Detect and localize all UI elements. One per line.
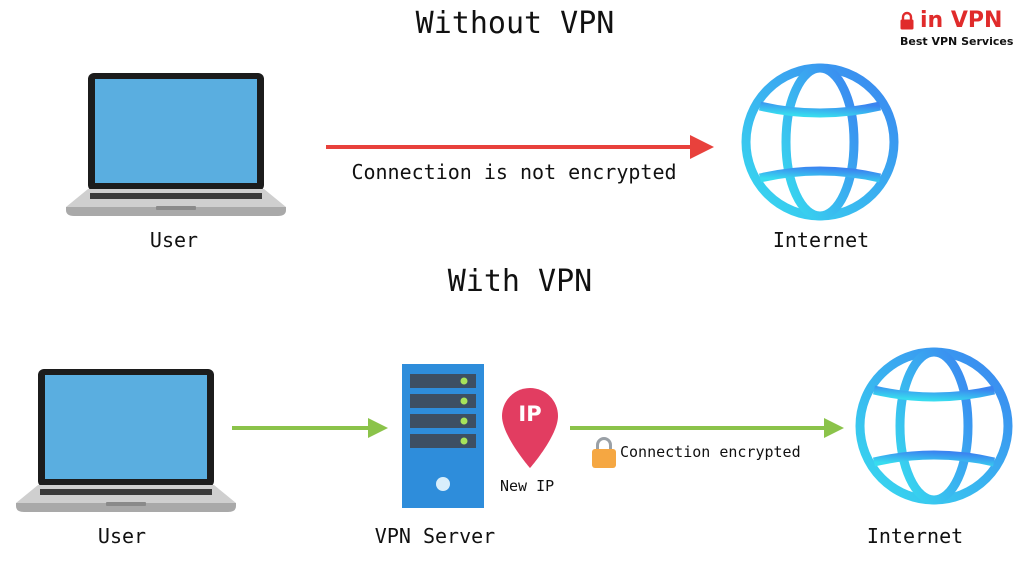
user-label-bottom: User [97, 524, 147, 548]
new-ip-label: New IP [500, 477, 555, 495]
new-ip-pin: IP [502, 388, 558, 468]
internet-label-top: Internet [772, 228, 870, 252]
globe-icon [855, 347, 1013, 505]
internet-globe-top [740, 62, 900, 222]
globe-icon [741, 63, 899, 221]
encrypted-arrow-to-server [232, 417, 390, 439]
with-vpn-title: With VPN [447, 264, 593, 299]
brand-tagline: Best VPN Services [900, 35, 1014, 48]
user-laptop [64, 72, 288, 218]
laptop-icon [16, 369, 236, 512]
internet-label-bottom: Internet [866, 524, 964, 548]
lock-icon [592, 437, 616, 468]
location-pin-icon [502, 388, 558, 468]
vpn-server [402, 364, 484, 508]
user-laptop-vpn [14, 368, 238, 514]
lock-icon [900, 11, 914, 29]
encrypted-connection-label: Connection encrypted [620, 443, 801, 461]
unencrypted-connection-label: Connection is not encrypted [351, 160, 677, 184]
unencrypted-arrow [326, 134, 716, 160]
server-icon [402, 364, 484, 508]
laptop-icon [66, 73, 286, 216]
vpn-server-label: VPN Server [374, 524, 496, 548]
encrypted-arrow-to-internet [570, 417, 846, 439]
brand-name: in VPN [900, 8, 1013, 33]
brand-logo: in VPN Best VPN Services [900, 8, 1013, 48]
internet-globe-bottom [854, 346, 1014, 506]
user-label-top: User [149, 228, 199, 252]
encrypted-connection: Connection encrypted [592, 436, 801, 468]
ip-badge: IP [518, 402, 542, 426]
without-vpn-title: Without VPN [415, 6, 615, 41]
